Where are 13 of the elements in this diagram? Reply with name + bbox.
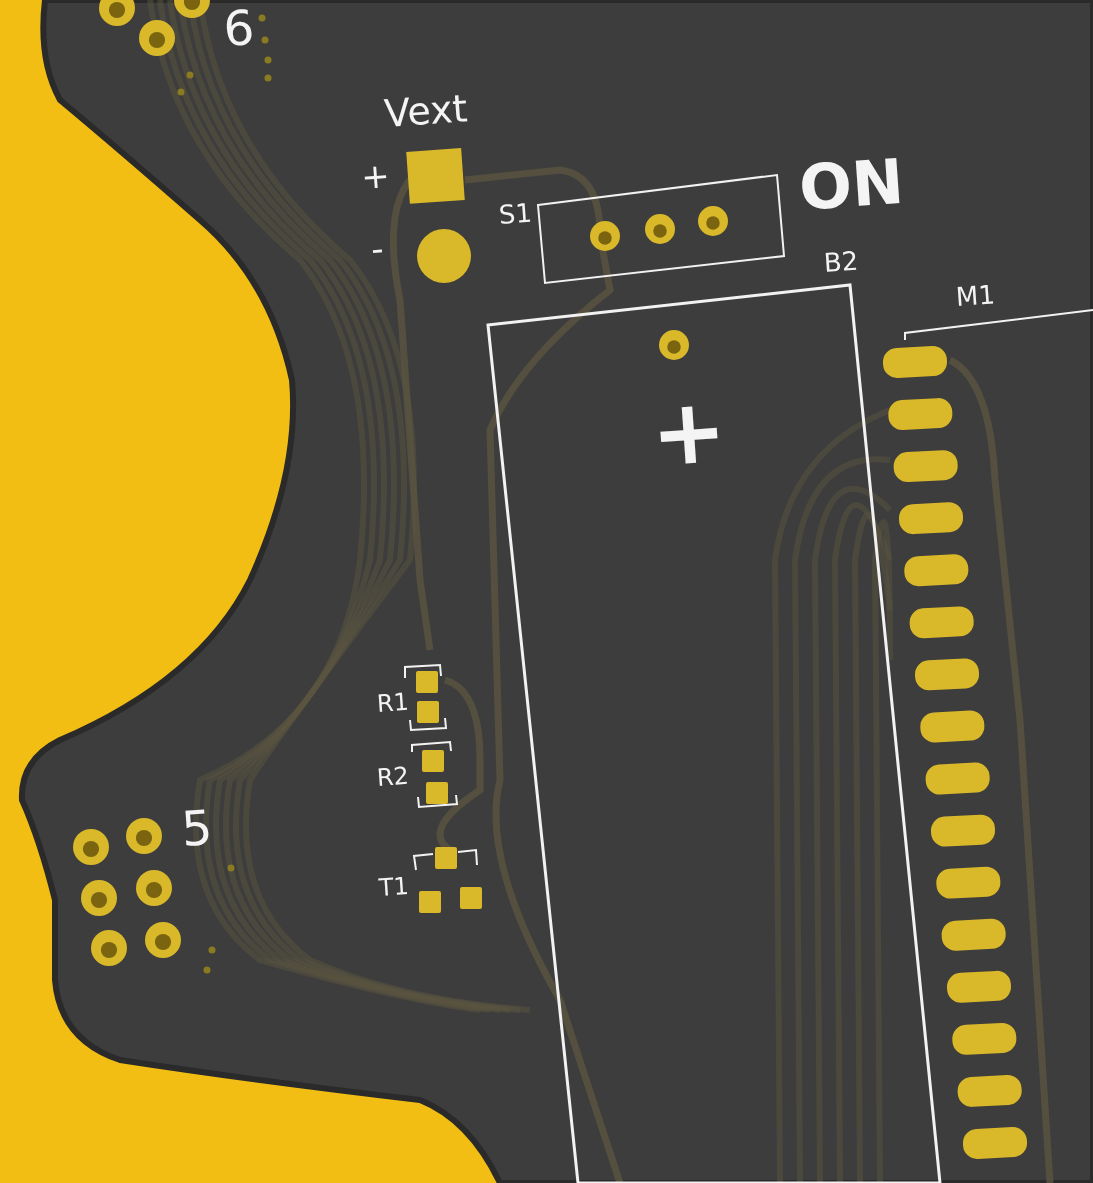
silkscreen-label: S1 xyxy=(498,199,533,228)
silkscreen-label: + xyxy=(360,158,391,194)
silkscreen-label: R1 xyxy=(376,689,410,716)
silkscreen-label: R2 xyxy=(376,763,410,790)
silkscreen-label: - xyxy=(370,231,385,266)
silkscreen-label: M1 xyxy=(955,281,996,310)
silkscreen-label: ON xyxy=(797,150,906,220)
silkscreen-label: T1 xyxy=(378,873,410,900)
silkscreen-label: 6 xyxy=(222,2,256,53)
silkscreen-label: Vext xyxy=(383,89,469,133)
silkscreen-label: + xyxy=(648,384,730,480)
silkscreen-label: 5 xyxy=(180,802,214,853)
silkscreen-label: B2 xyxy=(823,247,860,276)
